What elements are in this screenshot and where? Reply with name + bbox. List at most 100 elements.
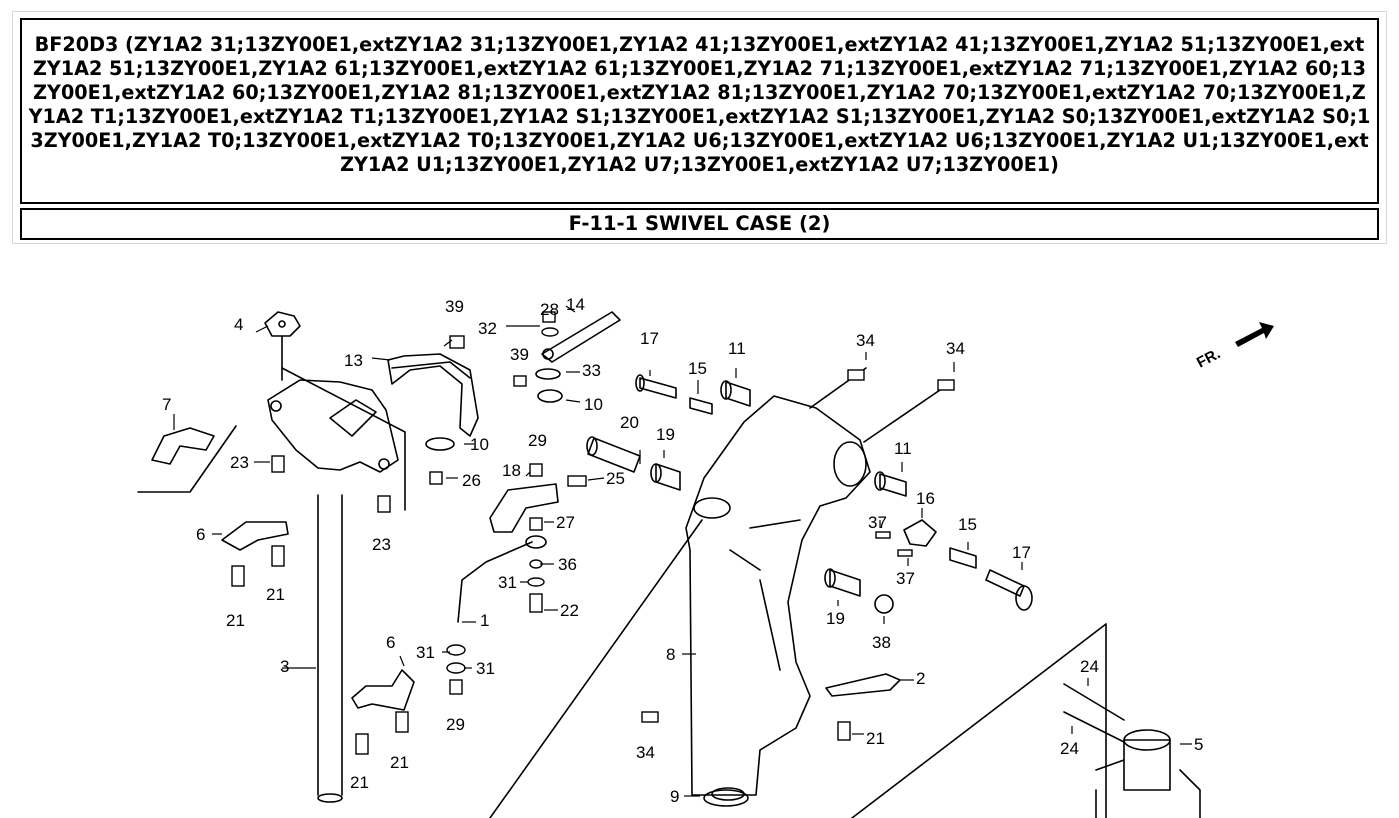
part-3-steering-pipe xyxy=(317,494,343,803)
callout-6-b: 6 xyxy=(386,633,395,652)
part-28-nut xyxy=(542,311,556,323)
part-29-nut-lower xyxy=(449,679,463,695)
part-23-bolt-left xyxy=(271,455,285,473)
callout-17-a: 17 xyxy=(640,329,659,348)
part-31-washer-b xyxy=(446,662,466,674)
callout-5: 5 xyxy=(1194,735,1203,754)
callout-19-a: 19 xyxy=(656,425,675,444)
part-18-bracket xyxy=(489,483,559,533)
callout-15-b: 15 xyxy=(958,515,977,534)
part-22-bolt xyxy=(529,593,543,613)
part-14-link xyxy=(541,311,621,363)
part-21-bolt-c xyxy=(355,733,369,755)
part-21-bolt-e xyxy=(837,721,851,741)
callout-25: 25 xyxy=(606,469,625,488)
part-33-washer xyxy=(535,368,561,380)
callout-29-b: 29 xyxy=(446,715,465,734)
section-title: F-11-1 SWIVEL CASE (2) xyxy=(20,208,1379,240)
part-25-bolt xyxy=(567,475,587,487)
part-11-bushing-right xyxy=(874,471,907,497)
callout-37-b: 37 xyxy=(896,569,915,588)
callout-13: 13 xyxy=(344,351,363,370)
callout-21-c: 21 xyxy=(390,753,409,772)
part-37-pin-b xyxy=(897,549,913,557)
part-31-washer-right xyxy=(527,577,545,587)
leader-line-b xyxy=(851,623,1107,818)
part-26-clip xyxy=(429,471,443,485)
callout-22: 22 xyxy=(560,601,579,620)
part-19-bushing-lower xyxy=(824,568,861,597)
callout-11-b: 11 xyxy=(894,439,912,458)
part-20-shaft xyxy=(586,436,641,473)
callout-2: 2 xyxy=(916,669,925,688)
callout-8: 8 xyxy=(666,645,675,664)
model-title-box: BF20D3 (ZY1A2 31;13ZY00E1,extZY1A2 31;13… xyxy=(20,18,1379,204)
callout-29-a: 29 xyxy=(528,431,547,450)
part-1-cable xyxy=(457,541,533,623)
part-2-lever xyxy=(825,673,901,697)
callout-32: 32 xyxy=(478,319,497,338)
parts-diagram: FR. xyxy=(137,295,1274,818)
part-8-swivel-case xyxy=(685,395,871,807)
leader-line-c xyxy=(809,367,941,443)
part-39-bolt-lower xyxy=(513,375,527,387)
fr-label: FR. xyxy=(1194,345,1223,371)
part-32-washer xyxy=(541,327,559,337)
part-21-bolt-d xyxy=(395,711,409,733)
callout-10-a: 10 xyxy=(584,395,603,414)
part-24-bolt-lower xyxy=(1063,711,1125,743)
callout-21-e: 21 xyxy=(866,729,885,748)
part-24-bolt-upper xyxy=(1063,683,1125,721)
callout-34-c: 34 xyxy=(636,743,655,762)
callout-31-b: 31 xyxy=(416,643,435,662)
callout-24-a: 24 xyxy=(1080,657,1099,676)
part-31-washer-a xyxy=(446,644,466,656)
callout-9: 9 xyxy=(670,787,679,806)
callout-19-b: 19 xyxy=(826,609,845,628)
part-27-nut xyxy=(529,517,543,531)
part-6-plate-lower xyxy=(351,669,415,711)
part-10-collar xyxy=(537,389,563,403)
part-21-bolt-a xyxy=(231,565,245,587)
part-5-lower-bracket xyxy=(1095,623,1201,818)
callout-33: 33 xyxy=(582,361,601,380)
part-34-bolt-c xyxy=(641,711,659,723)
callout-15-a: 15 xyxy=(688,359,707,378)
callout-27: 27 xyxy=(556,513,575,532)
callout-20: 20 xyxy=(620,413,639,432)
part-37-pin-a xyxy=(875,531,891,539)
part-19-bushing-upper xyxy=(650,463,681,491)
callout-31-c: 31 xyxy=(476,659,495,678)
callout-21-b: 21 xyxy=(226,611,245,630)
callout-18: 18 xyxy=(502,461,521,480)
callout-17-b: 17 xyxy=(1012,543,1031,562)
callout-39-a: 39 xyxy=(445,297,464,316)
callout-21-a: 21 xyxy=(266,585,285,604)
part-1-cable-eye xyxy=(525,535,547,549)
callout-4: 4 xyxy=(234,315,243,334)
callout-10-b: 10 xyxy=(470,435,489,454)
callout-34-a: 34 xyxy=(856,331,875,350)
part-39-bolt-upper xyxy=(449,335,465,349)
callout-38: 38 xyxy=(872,633,891,652)
callout-6-a: 6 xyxy=(196,525,205,544)
part-23-bolt-lower xyxy=(377,495,391,513)
callout-11-a: 11 xyxy=(728,339,746,358)
part-34-bolt-b xyxy=(937,379,955,391)
callout-14: 14 xyxy=(566,295,585,314)
callout-23-b: 23 xyxy=(372,535,391,554)
callout-1: 1 xyxy=(480,611,489,630)
callout-28: 28 xyxy=(540,300,559,319)
callout-37-a: 37 xyxy=(868,513,887,532)
callout-39-b: 39 xyxy=(510,345,529,364)
callout-24-b: 24 xyxy=(1060,739,1079,758)
callout-34-b: 34 xyxy=(946,339,965,358)
callout-7: 7 xyxy=(162,395,171,414)
part-13-arc-bracket xyxy=(387,353,479,437)
part-11-bushing-upper xyxy=(720,380,751,407)
callout-26: 26 xyxy=(462,471,481,490)
part-16-lock xyxy=(903,519,937,547)
part-6-plate-left xyxy=(221,521,289,551)
part-34-bolt-a xyxy=(847,369,865,381)
part-29-nut-upper xyxy=(529,463,543,477)
